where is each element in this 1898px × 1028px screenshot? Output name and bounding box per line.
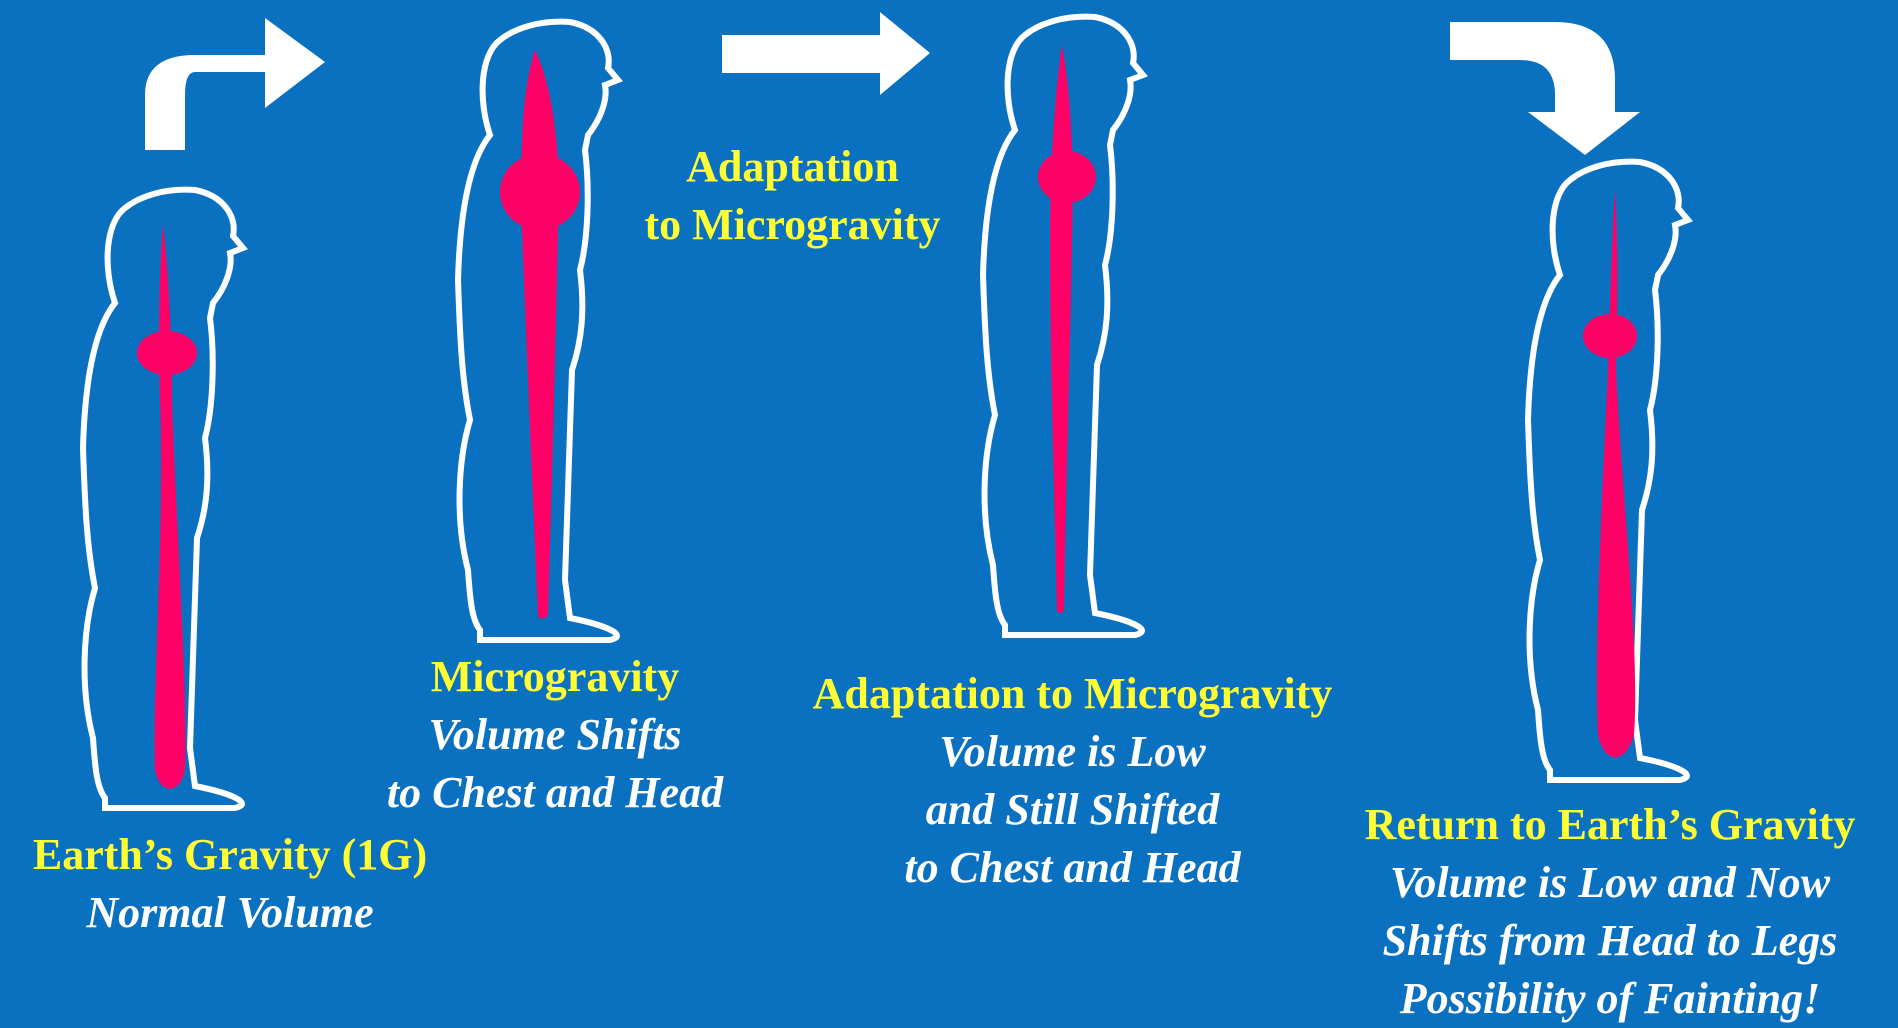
caption-microgravity: Microgravity Volume Shifts to Chest and … <box>350 648 760 822</box>
figure-return-earth <box>1528 162 1688 780</box>
chest-blood-pool <box>500 154 580 230</box>
caption-title: Return to Earth’s Gravity <box>1325 796 1895 854</box>
adaptation-arrow-label: Adaptation to Microgravity <box>600 138 985 254</box>
caption-earth-gravity: Earth’s Gravity (1G) Normal Volume <box>0 826 460 942</box>
arrow-curved-down <box>1450 22 1640 155</box>
chest-blood-pool <box>137 331 197 375</box>
chest-blood-pool <box>1038 151 1096 203</box>
caption-title: Earth’s Gravity (1G) <box>0 826 460 884</box>
figure-adaptation <box>983 17 1143 635</box>
caption-line: Normal Volume <box>0 884 460 942</box>
arrow-label-line-1: Adaptation <box>600 138 985 196</box>
caption-line: Shifts from Head to Legs <box>1325 912 1895 970</box>
arrow-right <box>722 12 930 95</box>
blood-volume-column <box>155 225 186 789</box>
caption-line: to Chest and Head <box>780 839 1365 897</box>
blood-volume-column <box>1050 45 1073 613</box>
blood-volume-column <box>521 50 559 619</box>
caption-line: Volume Shifts <box>350 706 760 764</box>
caption-line: Volume is Low <box>780 723 1365 781</box>
caption-line: to Chest and Head <box>350 764 760 822</box>
caption-line: and Still Shifted <box>780 781 1365 839</box>
chest-blood-pool <box>1583 314 1637 358</box>
caption-title: Microgravity <box>350 648 760 706</box>
caption-title: Adaptation to Microgravity <box>780 665 1365 723</box>
caption-return-earth: Return to Earth’s Gravity Volume is Low … <box>1325 796 1895 1028</box>
figure-microgravity <box>458 22 618 640</box>
arrow-label-line-2: to Microgravity <box>600 196 985 254</box>
caption-line: Volume is Low and Now <box>1325 854 1895 912</box>
arrow-curved-right <box>145 18 325 150</box>
caption-line: Possibility of Fainting! <box>1325 970 1895 1028</box>
figure-earth-gravity <box>83 190 243 808</box>
caption-adaptation: Adaptation to Microgravity Volume is Low… <box>780 665 1365 897</box>
blood-volume-column <box>1597 190 1635 758</box>
